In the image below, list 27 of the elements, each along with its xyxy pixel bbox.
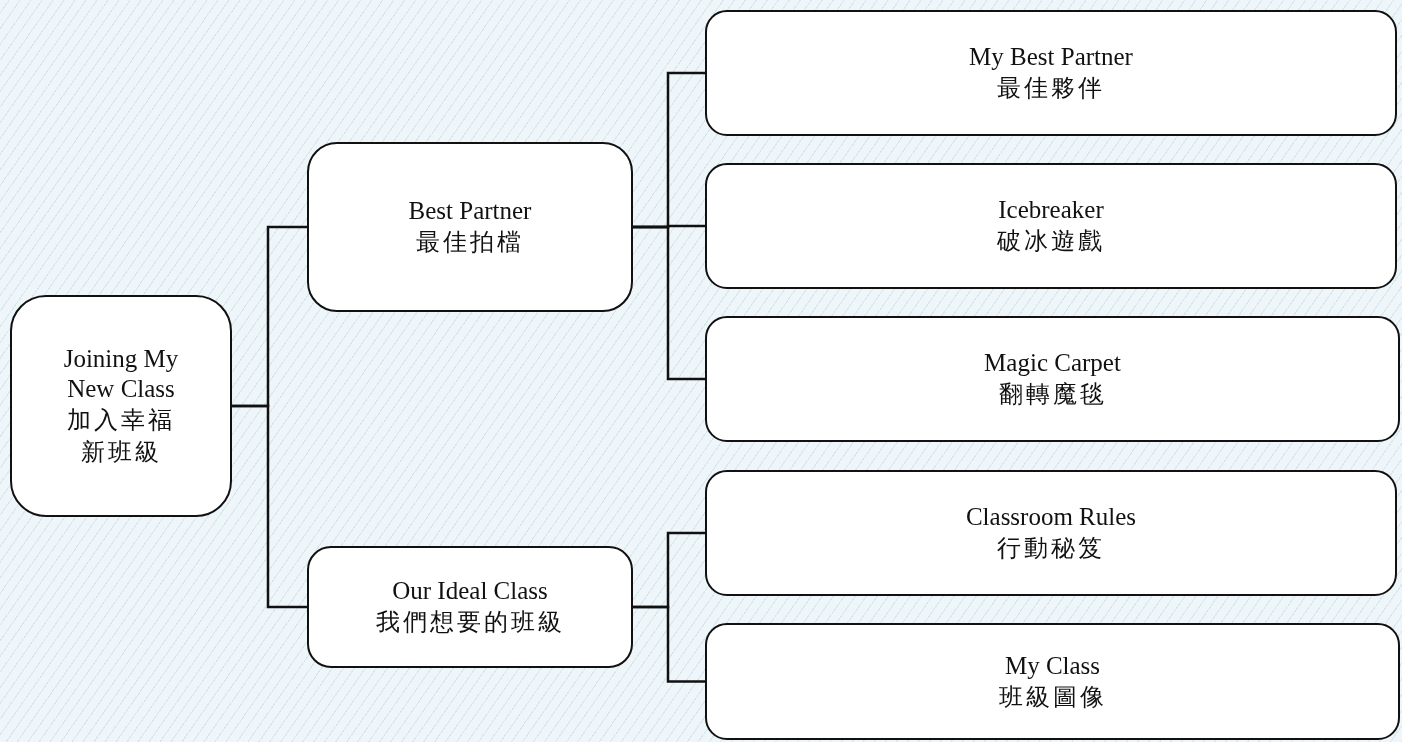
rounded-box (705, 470, 1397, 596)
translation-text: 最佳拍檔 (416, 228, 524, 257)
title-text: Icebreaker (998, 195, 1104, 225)
translation-text: 翻轉魔毯 (998, 380, 1107, 409)
connector-line (633, 605, 705, 683)
rounded-box (705, 623, 1400, 740)
translation-text: 最佳夥伴 (997, 74, 1105, 103)
title-text: My Class (1004, 650, 1101, 681)
title-text: My Best Partner (969, 42, 1133, 72)
connector-line (633, 225, 705, 381)
rounded-box (307, 546, 633, 668)
translation-text: 破冰遊戲 (997, 227, 1105, 256)
title-text: Our Ideal Class (392, 576, 548, 606)
translation-text: 我們想要的班級 (375, 608, 565, 637)
connector-line (232, 404, 307, 609)
translation-text: 加入幸福新班級 (66, 406, 176, 467)
title-text: Classroom Rules (965, 502, 1137, 532)
title-text: Joining My New Class (62, 344, 180, 404)
translation-text: 班級圖像 (998, 682, 1107, 712)
rounded-box (705, 316, 1400, 442)
rounded-box (705, 163, 1397, 289)
rounded-box (705, 10, 1397, 136)
rounded-box (307, 142, 633, 312)
title-text: Magic Carpet (984, 348, 1121, 378)
rounded-box (10, 295, 232, 517)
translation-text: 行動秘笈 (997, 534, 1105, 563)
title-text: Best Partner (408, 196, 532, 226)
